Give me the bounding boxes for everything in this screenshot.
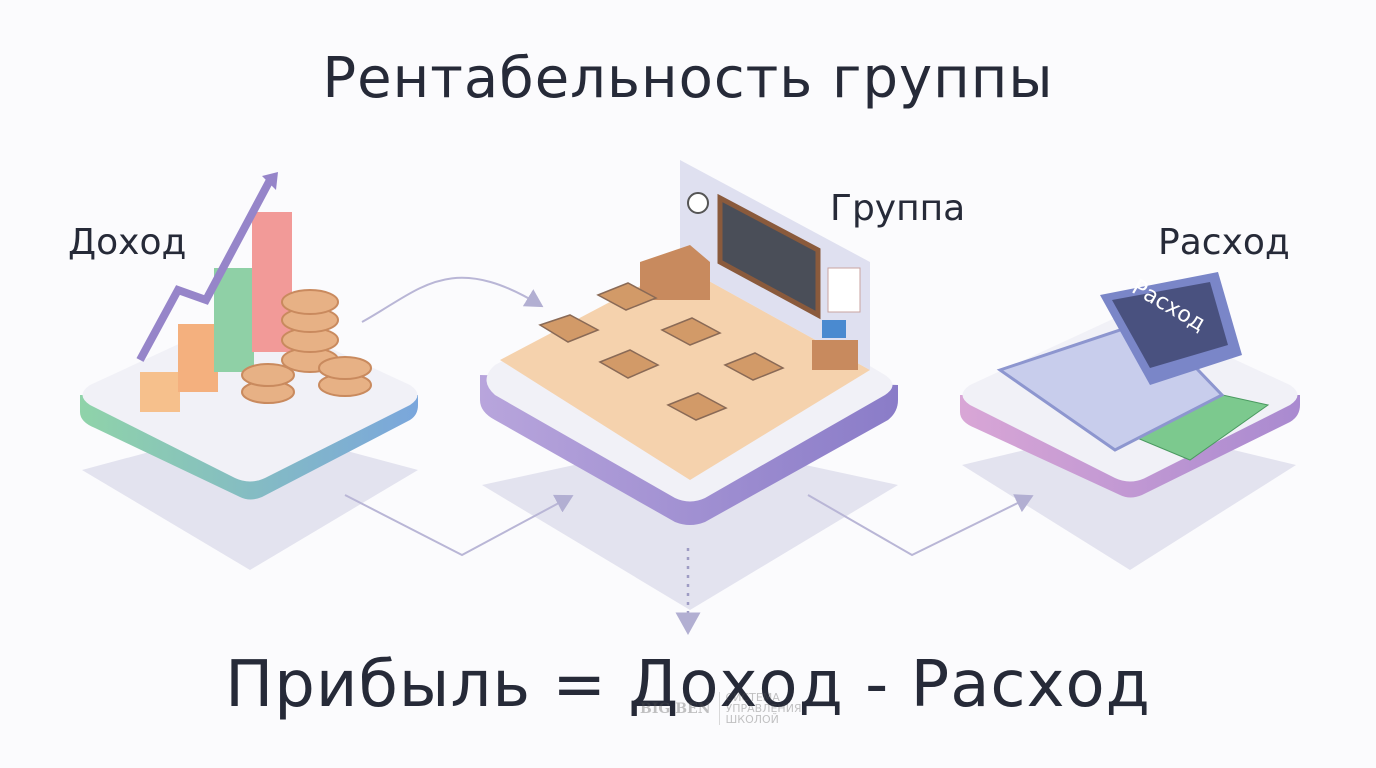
expense-platform: Расход bbox=[960, 272, 1300, 498]
watermark-line: СИСТЕМА bbox=[725, 691, 780, 704]
watermark-logo: BIG BEN bbox=[640, 700, 711, 717]
group-label: Группа bbox=[830, 188, 966, 229]
arrow bbox=[361, 276, 544, 323]
watermark: BIG BEN СИСТЕМА УПРАВЛЕНИЯ ШКОЛОЙ bbox=[640, 692, 802, 725]
arrow bbox=[807, 494, 1034, 557]
page-title: Рентабельность группы bbox=[322, 46, 1054, 111]
arrow bbox=[344, 494, 574, 557]
profit-formula: Прибыль = Доход - Расход bbox=[225, 648, 1151, 722]
income-platform bbox=[80, 172, 418, 500]
watermark-line: УПРАВЛЕНИЯ bbox=[725, 702, 802, 715]
income-label: Доход bbox=[68, 222, 187, 263]
watermark-line: ШКОЛОЙ bbox=[725, 713, 779, 726]
platform-shadow bbox=[962, 425, 1296, 570]
desks bbox=[538, 282, 785, 421]
group-platform bbox=[480, 160, 898, 525]
expense-label: Расход bbox=[1158, 222, 1290, 263]
